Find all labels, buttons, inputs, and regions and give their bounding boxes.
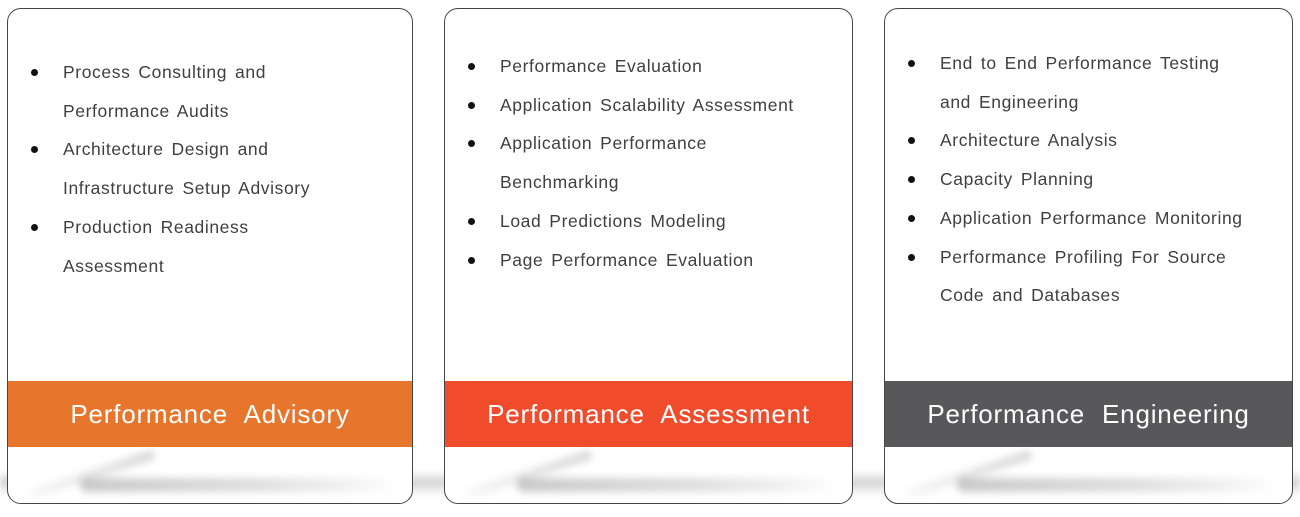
bullet-icon: [908, 60, 915, 67]
service-list-item: Load Predictions Modeling: [445, 202, 852, 241]
service-list-item: Production Readiness Assessment: [8, 208, 412, 285]
category-banner-label: Performance Engineering: [927, 398, 1250, 429]
service-list-item: Capacity Planning: [885, 160, 1292, 199]
service-card: Performance Evaluation Application Scala…: [444, 8, 853, 504]
service-list-item: Performance Evaluation: [445, 47, 852, 86]
service-list-item-label: Architecture Analysis: [940, 130, 1118, 151]
bullet-icon: [908, 253, 915, 261]
category-banner-label: Performance Advisory: [70, 398, 350, 429]
service-list-item: Architecture Analysis: [885, 121, 1292, 160]
bullet-icon: [468, 256, 475, 264]
service-list-item-label: Load Predictions Modeling: [500, 210, 727, 231]
service-list-item: Performance Profiling For Source Code an…: [885, 238, 1292, 315]
bullet-icon: [908, 214, 915, 222]
bullet-icon: [468, 101, 475, 109]
service-list-item-label: End to End Performance Testing and Engin…: [940, 53, 1220, 112]
page-curl-shadow-band: [80, 478, 398, 492]
category-banner: Performance Advisory: [8, 381, 412, 447]
category-banner-label: Performance Assessment: [487, 398, 810, 429]
bullet-icon: [468, 140, 475, 148]
page-curl-shadow-band: [517, 478, 838, 492]
service-list-item-label: Application Scalability Assessment: [500, 94, 794, 115]
bullet-icon: [31, 146, 38, 154]
service-list-item-label: Process Consulting and Performance Audit…: [63, 62, 267, 121]
service-list-item-label: Performance Profiling For Source Code an…: [940, 246, 1227, 306]
category-banner: Performance Engineering: [885, 381, 1292, 447]
bullet-icon: [908, 137, 915, 145]
bullet-icon: [468, 217, 475, 225]
bullet-icon: [468, 63, 475, 70]
service-list-item: Page Performance Evaluation: [445, 241, 852, 280]
service-list-item-label: Architecture Design and Infrastructure S…: [63, 139, 311, 199]
bullet-icon: [31, 223, 38, 231]
service-list-item: End to End Performance Testing and Engin…: [885, 44, 1292, 121]
service-list: Performance Evaluation Application Scala…: [445, 47, 852, 279]
service-list-item-label: Application Performance Monitoring: [940, 207, 1243, 228]
service-list: End to End Performance Testing and Engin…: [885, 44, 1292, 315]
service-list: Process Consulting and Performance Audit…: [8, 53, 412, 285]
service-card: End to End Performance Testing and Engin…: [884, 8, 1293, 504]
service-list-item: Process Consulting and Performance Audit…: [8, 53, 412, 130]
service-list-item-label: Production Readiness Assessment: [63, 216, 249, 276]
service-card: Process Consulting and Performance Audit…: [7, 8, 413, 504]
service-list-item: Architecture Design and Infrastructure S…: [8, 130, 412, 207]
service-list-item: Application Performance Monitoring: [885, 199, 1292, 238]
service-list-item-label: Capacity Planning: [940, 169, 1094, 190]
bullet-icon: [31, 69, 38, 76]
service-list-item: Application Performance Benchmarking: [445, 124, 852, 201]
service-list-item: Application Scalability Assessment: [445, 86, 852, 125]
bullet-icon: [908, 176, 915, 184]
page-curl-shadow-band: [957, 478, 1278, 492]
service-list-item-label: Application Performance Benchmarking: [500, 133, 707, 193]
category-banner: Performance Assessment: [445, 381, 852, 447]
service-list-item-label: Page Performance Evaluation: [500, 249, 754, 270]
service-list-item-label: Performance Evaluation: [500, 56, 703, 76]
